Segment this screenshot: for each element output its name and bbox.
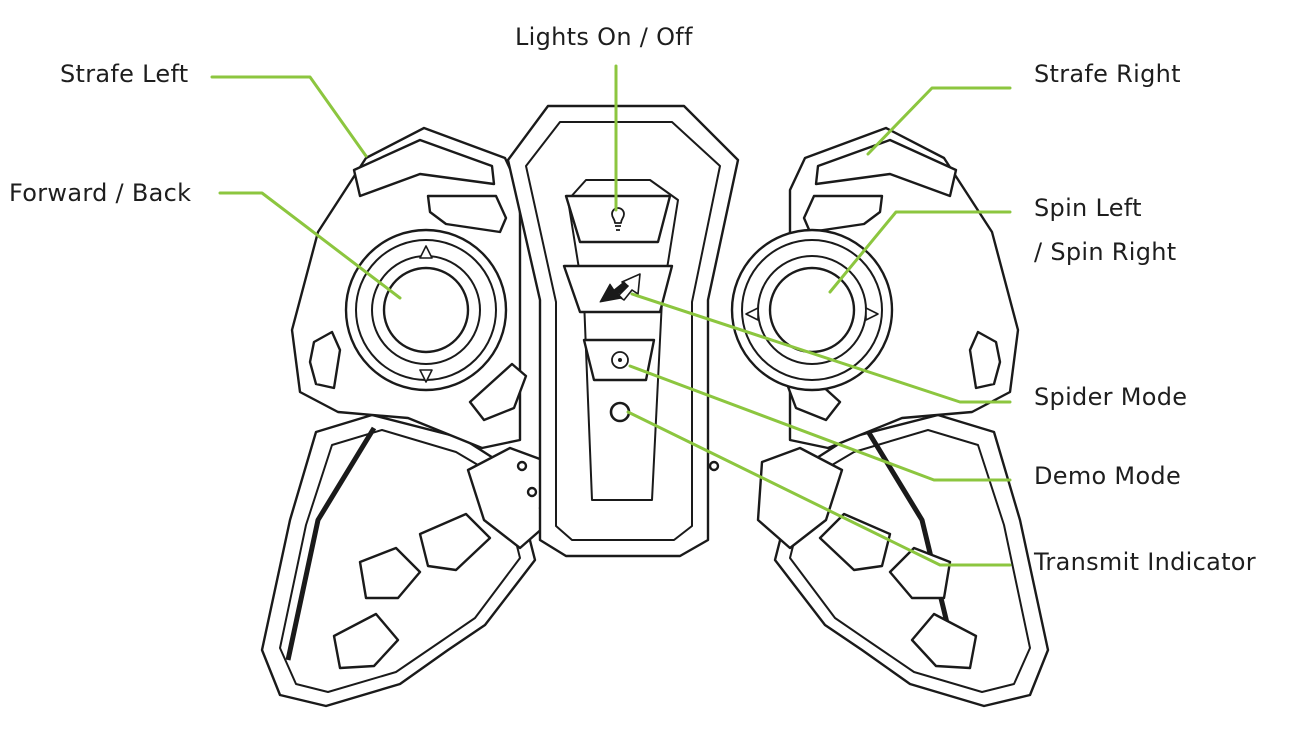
leader-strafe-right [866,86,1012,156]
right-grip-window-3 [818,512,892,572]
spider-mode-button[interactable] [562,264,674,314]
right-side-bumper [968,330,1002,390]
left-grip-window-3 [418,512,492,572]
controller-body [260,104,1050,708]
transmit-indicator-icon [609,401,631,423]
demo-mode-icon [611,351,629,369]
left-shoulder-button [352,138,496,198]
leader-forward-back [218,191,402,300]
leader-lines [210,64,1012,567]
label-spin-left: Spin Left [1034,194,1142,222]
right-grip-window-1 [910,612,978,670]
left-bracket-screw-1 [516,460,528,472]
left-side-bumper [308,330,342,390]
left-joystick-down-icon [419,369,433,383]
label-strafe-left: Strafe Left [60,60,189,88]
label-spin-right: / Spin Right [1034,238,1177,266]
leader-spin [828,210,1012,294]
right-shoulder-button [814,138,958,198]
label-demo-mode: Demo Mode [1034,462,1182,490]
left-grip-window-2 [358,546,422,600]
label-strafe-right: Strafe Right [1034,60,1181,88]
spider-mode-arrow-outline-icon [617,273,641,301]
lights-button[interactable] [564,194,672,244]
left-grip-window-1 [332,612,400,670]
lights-button-body [564,194,672,244]
demo-mode-icon-dot [618,358,622,362]
leader-spider-mode [630,292,1012,404]
leader-strafe-left [210,75,368,158]
left-joystick-stick [382,266,470,354]
right-joystick-right-icon [865,307,879,321]
right-joystick[interactable] [730,228,894,392]
right-grip-window-2 [888,546,952,600]
right-joystick-stick [768,266,856,354]
leader-demo-mode [628,364,1012,482]
right-joystick-base-ring [741,239,883,381]
label-transmit-indicator: Transmit Indicator [1034,548,1256,576]
left-bumper [426,194,508,234]
label-spider-mode: Spider Mode [1034,383,1188,411]
center-panel-inner [525,121,721,541]
center-panel [506,104,740,558]
left-joystick-up-icon [419,245,433,259]
right-joystick-left-icon [745,307,759,321]
left-lower-bumper [468,362,528,422]
right-bracket-screw-1 [708,460,720,472]
leader-transmit [626,410,1012,567]
left-bracket-screw-2 [526,486,538,498]
label-lights-on-off: Lights On / Off [515,23,693,51]
left-grip-stripe [285,426,377,661]
right-grip-stripe [863,426,959,661]
label-forward-back: Forward / Back [9,179,192,207]
center-panel-well [567,179,679,501]
left-joystick[interactable] [344,228,508,392]
demo-mode-button[interactable] [582,338,656,382]
